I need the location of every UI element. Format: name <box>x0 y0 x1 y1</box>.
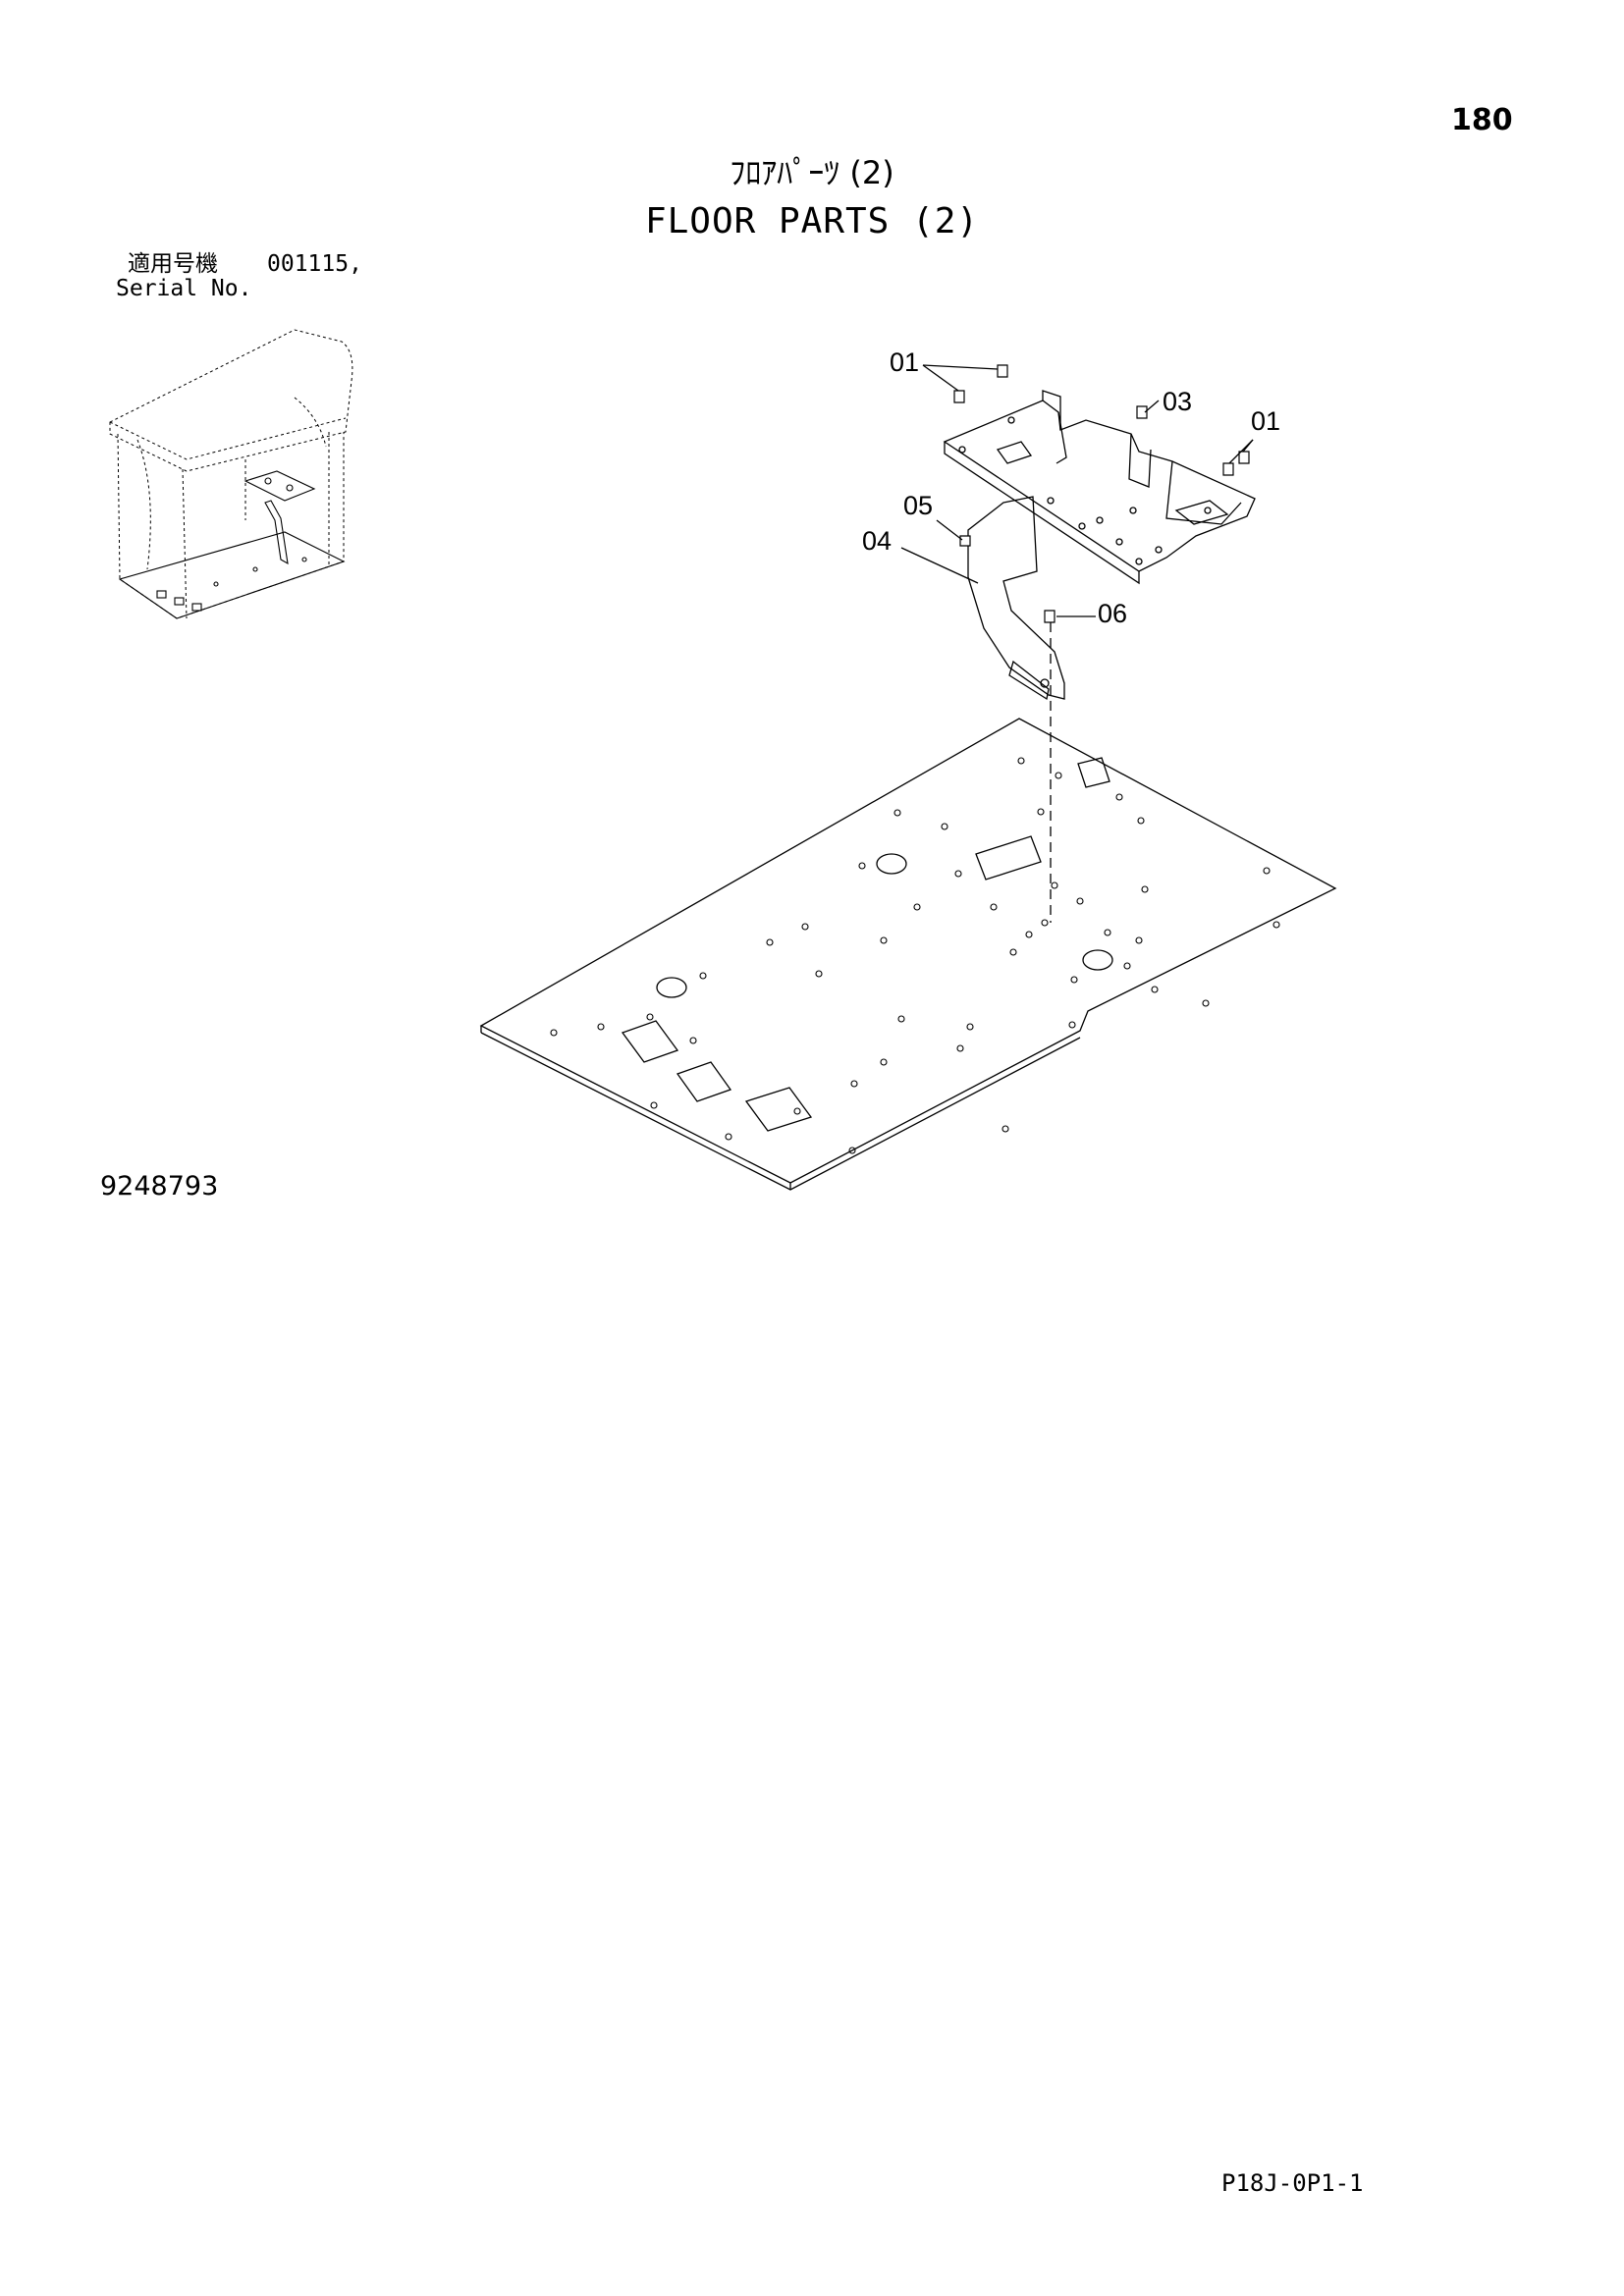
bolts <box>953 364 1250 623</box>
callout-01-top: 01 <box>890 347 919 377</box>
serial-label: Serial No. <box>116 276 252 301</box>
leader-lines <box>900 364 1254 923</box>
bracket-plate <box>943 390 1256 585</box>
floor-plate <box>479 718 1337 1191</box>
floor-plate-holes <box>550 757 1280 1154</box>
serial-number-value: 001115, <box>267 251 362 277</box>
serial-label-japanese: 適用号機 <box>128 251 218 277</box>
callout-labels: 01 03 01 05 04 06 <box>862 347 1280 628</box>
page-title: FLOOR PARTS (2) <box>644 201 980 241</box>
callout-05: 05 <box>903 491 933 520</box>
location-thumbnail <box>109 329 353 619</box>
page-title-japanese: ﾌﾛｱﾊﾟｰﾂ (2) <box>730 154 894 191</box>
drawing-number: 9248793 <box>100 1171 219 1201</box>
callout-06: 06 <box>1098 599 1127 628</box>
page-number: 180 <box>1451 103 1513 137</box>
callout-01-right: 01 <box>1251 406 1280 436</box>
callout-03: 03 <box>1163 387 1192 416</box>
callout-04: 04 <box>862 526 892 556</box>
cover-plate-04 <box>967 496 1065 701</box>
page-code: P18J-0P1-1 <box>1221 2169 1364 2197</box>
